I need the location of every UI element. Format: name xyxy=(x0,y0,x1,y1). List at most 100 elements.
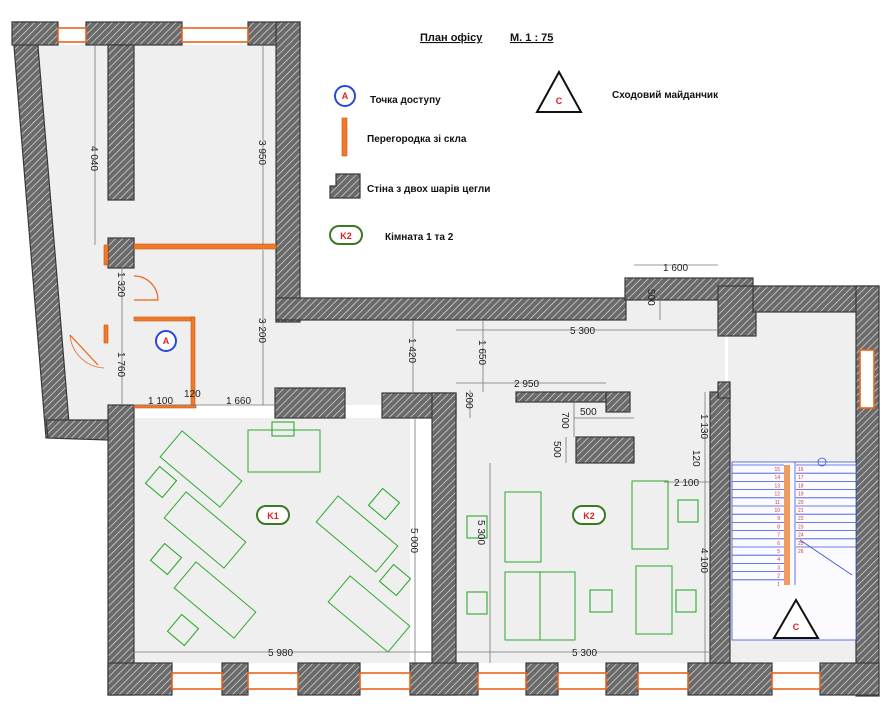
furniture-k2 xyxy=(466,480,699,641)
chair-k1-2 xyxy=(149,542,183,576)
legend-room: K2 Кімната 1 та 2 xyxy=(329,225,454,245)
stair-number: 23 xyxy=(798,524,804,530)
dim-500b: 500 xyxy=(580,407,597,418)
plan-scale-text: М. 1 : 75 xyxy=(510,32,553,44)
wall-bottom-3 xyxy=(297,662,361,696)
window-bottom-1 xyxy=(171,672,223,690)
stair-number: 19 xyxy=(798,492,804,498)
wall-inner-pier-mid xyxy=(107,237,135,269)
stair-number: 11 xyxy=(775,500,780,506)
dim-1760: 1 760 xyxy=(115,352,126,377)
stair-number: 26 xyxy=(798,549,804,555)
dim-200: 200 xyxy=(463,392,474,409)
dim-5300c: 5 300 xyxy=(572,648,597,659)
stair-number: 22 xyxy=(798,516,804,522)
stair-number: 15 xyxy=(774,467,780,473)
desk-k1-3 xyxy=(173,561,257,639)
legend-glass-label: Перегородка зі скла xyxy=(367,134,467,145)
dim-5980: 5 980 xyxy=(268,648,293,659)
wall-k1-left xyxy=(107,404,135,696)
stair-number: 6 xyxy=(777,541,780,547)
wall-upper-right xyxy=(275,21,301,323)
chair-k1-5 xyxy=(378,563,412,597)
stair-steps xyxy=(732,464,856,581)
wall-hall-top xyxy=(275,297,627,321)
stair-number: 7 xyxy=(777,533,780,539)
stair-number: 17 xyxy=(798,475,804,481)
dim-1130: 1 130 xyxy=(698,414,709,439)
window-bottom-2 xyxy=(247,672,299,690)
dim-1320: 1 320 xyxy=(115,272,126,297)
stair-number: 18 xyxy=(798,483,804,489)
wall-k2-right-stub xyxy=(717,381,731,399)
stair-number: 12 xyxy=(774,492,780,498)
window-bottom-6 xyxy=(637,672,689,690)
chair-k2-1 xyxy=(466,515,488,539)
window-top-2 xyxy=(181,27,249,43)
legend-access-point: A Точка доступу xyxy=(334,85,441,107)
door-swing-upper xyxy=(133,275,159,301)
access-point-label: A xyxy=(163,336,170,346)
stair-number: 8 xyxy=(777,524,780,530)
stair-number: 13 xyxy=(774,483,780,489)
window-right xyxy=(859,349,875,409)
windows xyxy=(57,27,875,690)
stair-number: 14 xyxy=(774,475,780,481)
room-k1-label: K1 xyxy=(267,511,279,521)
stair-number: 1 xyxy=(777,582,780,588)
window-top-1 xyxy=(57,27,87,43)
glass-partition-left-2 xyxy=(103,324,109,344)
stair-number: 21 xyxy=(798,508,804,514)
legend-stairs-icon xyxy=(535,69,583,113)
wall-k2-column xyxy=(575,436,635,464)
desk-k1-4 xyxy=(315,495,399,573)
stair-number: 25 xyxy=(798,541,804,547)
dim-120: 120 xyxy=(184,389,201,400)
stairs-marker: C xyxy=(772,598,820,639)
wall-top-left xyxy=(11,21,59,46)
stairs-label: C xyxy=(793,622,800,632)
legend-room-symbol: K2 xyxy=(340,231,352,241)
legend-wall-label: Стіна з двох шарів цегли xyxy=(367,184,490,195)
legend-stairs-label: Сходовий майданчик xyxy=(612,90,719,101)
legend-glass-icon xyxy=(341,117,348,157)
wall-niche-right xyxy=(717,285,757,337)
stair-number: 5 xyxy=(777,549,780,555)
room-k2-label: K2 xyxy=(583,511,595,521)
chair-k2-2 xyxy=(466,591,488,615)
dim-120b: 120 xyxy=(690,450,701,467)
floor-hall xyxy=(135,305,725,405)
legend-room-icon xyxy=(329,225,363,245)
legend-access-symbol: A xyxy=(342,91,349,101)
wall-bottom-5 xyxy=(525,662,559,696)
window-bottom-4 xyxy=(477,672,527,690)
dim-5000: 5 000 xyxy=(408,528,419,553)
dim-3950: 3 950 xyxy=(256,140,267,165)
legend-wall-icon xyxy=(329,173,361,199)
wall-corridor-bottom xyxy=(45,419,109,441)
chair-k1-1 xyxy=(144,465,178,499)
dim-4100: 4 100 xyxy=(698,548,709,573)
dim-3200: 3 200 xyxy=(256,318,267,343)
wall-bottom-2 xyxy=(221,662,249,696)
wall-top-mid xyxy=(85,21,183,46)
desk-k1-2 xyxy=(163,491,247,569)
dim-700: 700 xyxy=(559,412,570,429)
stair-number: 4 xyxy=(777,557,780,563)
dim-4040: 4 040 xyxy=(88,146,99,171)
wall-bottom-1 xyxy=(107,662,173,696)
chair-k1-3 xyxy=(166,613,200,647)
door-left-swing xyxy=(69,334,105,369)
desk-k1-5 xyxy=(327,575,411,653)
dim-1100: 1 100 xyxy=(148,396,173,407)
legend-glass: Перегородка зі скла xyxy=(341,117,467,157)
wall-bottom-4 xyxy=(409,662,479,696)
wall-stair-right xyxy=(855,285,880,697)
legend-room-label: Кімната 1 та 2 xyxy=(385,232,454,243)
wall-bottom-7 xyxy=(687,662,773,696)
window-bottom-7 xyxy=(771,672,821,690)
glass-partition-upper xyxy=(133,243,277,250)
